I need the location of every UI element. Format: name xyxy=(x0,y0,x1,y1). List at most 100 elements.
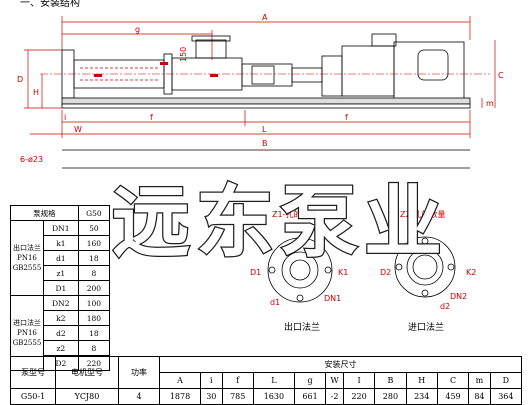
dim-header-i: i xyxy=(200,372,223,389)
dim-label-f1: f xyxy=(150,113,153,122)
outlet-flange-label: 出口法兰 xyxy=(284,321,320,333)
dim-header-w: W xyxy=(325,372,344,389)
dim-label-g: g xyxy=(135,25,140,34)
dim-value-h: 234 xyxy=(405,388,438,405)
label-z2: Z2-孔的数量 xyxy=(400,209,445,219)
dim-header-l: L xyxy=(252,372,295,389)
cell-motor: YCJ80 xyxy=(55,388,119,405)
inlet-key-0: DN2 xyxy=(43,295,79,311)
label-K1: K1 xyxy=(338,268,348,277)
dim-value-w: -2 xyxy=(325,388,344,405)
dim-label-holes: 6-ø23 xyxy=(20,155,43,164)
inlet-val-2: 18 xyxy=(77,325,111,341)
outlet-val-2: 18 xyxy=(77,250,111,266)
dim-label-W: W xyxy=(74,125,82,134)
dim-label-f2: f xyxy=(345,113,348,122)
label-DN1: DN1 xyxy=(324,294,341,303)
dim-value-d: 364 xyxy=(489,388,523,405)
dim-line-g xyxy=(62,30,213,60)
dim-header-a: A xyxy=(158,372,202,389)
section-title-cut: 一、安装结构 xyxy=(20,0,80,9)
col-power: 功率 xyxy=(118,356,160,389)
dim-label-i: i xyxy=(64,113,66,122)
dim-label-H: H xyxy=(33,88,39,97)
dim-line-A xyxy=(61,16,471,50)
label-z1: Z1-孔的数量 xyxy=(272,209,317,219)
dim-lines-left xyxy=(24,49,62,109)
dim-value-m: 84 xyxy=(468,388,491,405)
outlet-key-2: d1 xyxy=(43,250,79,266)
dim-label-D: D xyxy=(17,75,23,84)
spec-header-2: G50 xyxy=(77,205,111,221)
pump-body xyxy=(61,33,465,101)
dim-header-f: f xyxy=(221,372,254,389)
col-pump-model: 泵型号 xyxy=(10,356,56,389)
dim-header-h: H xyxy=(405,372,438,389)
dim-label-m: m xyxy=(486,99,494,108)
inlet-key-3: z2 xyxy=(43,340,79,356)
flange-views: Z1-孔的数量 Z2-孔的数量 D1 D2 K1 K2 d1 d2 DN1 DN… xyxy=(250,209,476,333)
dim-value-f: 785 xyxy=(221,388,254,405)
inlet-key-1: k2 xyxy=(43,310,79,326)
spec-header-row: 泵规格 G50 xyxy=(10,205,111,221)
col-motor-model: 电机型号 xyxy=(55,356,119,389)
label-DN2: DN2 xyxy=(450,292,467,301)
outlet-key-1: k1 xyxy=(43,235,79,251)
dim-label-A: A xyxy=(262,13,268,22)
outlet-val-1: 160 xyxy=(77,235,111,251)
inlet-flange xyxy=(394,236,456,298)
flow-arrow-mid xyxy=(210,74,218,77)
outlet-key-4: D1 xyxy=(43,280,79,296)
dim-value-i: 30 xyxy=(200,388,223,405)
dim-label-150: 150 xyxy=(179,47,188,62)
dim-header-m: m xyxy=(468,372,491,389)
dim-value-a: 1878 xyxy=(158,388,202,405)
dim-value-b: 280 xyxy=(374,388,407,405)
flow-arrow-right xyxy=(160,62,168,65)
dim-header-g: g xyxy=(293,372,327,389)
dim-header-c: C xyxy=(436,372,470,389)
dim-label-B: B xyxy=(262,139,268,148)
dim-header-b: B xyxy=(374,372,407,389)
outlet-group-label: 出口法兰 PN16 GB2555 xyxy=(10,220,44,296)
dim-lines-bottom xyxy=(30,110,471,138)
plan-view xyxy=(62,149,470,169)
outlet-val-3: 8 xyxy=(77,265,111,281)
dim-value-l: 1630 xyxy=(252,388,295,405)
watermark: 远东泵业 xyxy=(111,176,448,270)
cell-power: 4 xyxy=(118,388,160,405)
dim-header-d: D xyxy=(489,372,523,389)
outlet-flange xyxy=(267,237,333,303)
inlet-val-0: 100 xyxy=(77,295,111,311)
col-install-dims: 安装尺寸 xyxy=(159,356,522,373)
flow-arrow-left xyxy=(94,74,102,77)
pump-side-view-drawing: 一、安装结构 A g xyxy=(17,0,504,169)
dim-value-c: 459 xyxy=(436,388,470,405)
dim-value-i: 220 xyxy=(342,388,376,405)
label-K2: K2 xyxy=(466,268,476,277)
label-d1: d1 xyxy=(270,298,280,307)
dim-lines-right xyxy=(481,40,496,108)
inlet-flange-label: 进口法兰 xyxy=(408,321,444,333)
outlet-val-0: 50 xyxy=(77,220,111,236)
outlet-key-3: z1 xyxy=(43,265,79,281)
inlet-key-2: d2 xyxy=(43,325,79,341)
inlet-val-3: 8 xyxy=(77,340,111,356)
label-D2: D2 xyxy=(380,268,391,277)
label-d2: d2 xyxy=(440,302,450,311)
inlet-val-1: 180 xyxy=(77,310,111,326)
spec-header-1: 泵规格 xyxy=(10,205,79,221)
outlet-key-0: DN1 xyxy=(43,220,79,236)
outlet-val-4: 200 xyxy=(77,280,111,296)
label-D1: D1 xyxy=(250,268,261,277)
dim-header-i: I xyxy=(342,372,376,389)
base-frame xyxy=(61,97,471,109)
dim-value-g: 661 xyxy=(293,388,327,405)
dim-label-C: C xyxy=(498,71,504,80)
cell-pump: G50-1 xyxy=(10,388,56,405)
dim-label-L: L xyxy=(262,125,267,134)
